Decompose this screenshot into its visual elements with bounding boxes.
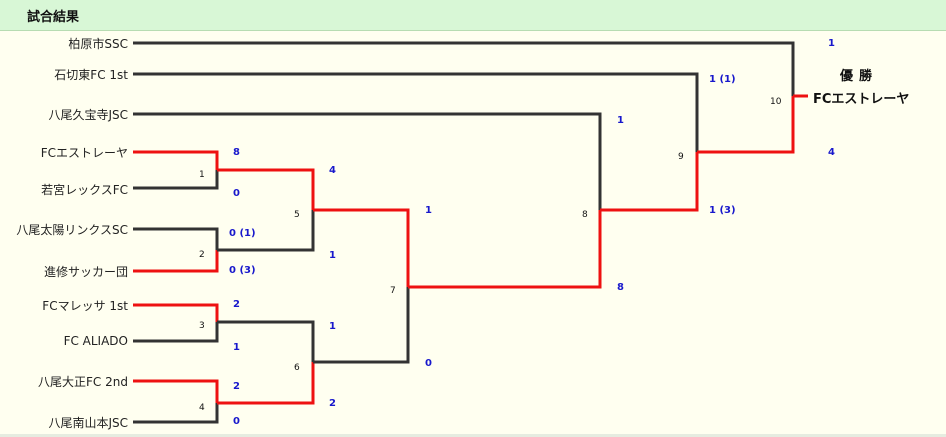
bracket-line-winner xyxy=(133,379,219,403)
bracket-line-loser xyxy=(133,41,795,96)
score: 1 (1) xyxy=(709,74,736,85)
score: 1 xyxy=(329,250,336,261)
match-number: 6 xyxy=(294,363,300,373)
score: 0 xyxy=(233,188,240,199)
results-header: 試合結果 xyxy=(0,0,946,31)
bracket-line-winner xyxy=(600,152,699,212)
team-label: 進修サッカー団 xyxy=(43,265,128,279)
match-number: 1 xyxy=(199,170,205,180)
score: 8 xyxy=(233,147,240,158)
match-number: 5 xyxy=(294,210,300,220)
bracket-line-loser xyxy=(133,403,219,424)
match-number: 8 xyxy=(582,210,588,220)
match-number: 3 xyxy=(199,321,205,331)
bottom-divider xyxy=(0,434,946,437)
team-label: 若宮レックスFC xyxy=(41,183,128,197)
score: 2 xyxy=(233,299,240,310)
team-label: FC ALIADO xyxy=(63,334,128,348)
bracket-line-winner xyxy=(133,250,219,273)
bracket-line-winner xyxy=(217,362,315,405)
champion-label: 優勝 xyxy=(840,69,879,84)
bracket-line-winner xyxy=(408,210,602,289)
score: 4 xyxy=(329,165,336,176)
page-title: 試合結果 xyxy=(27,10,80,25)
score: 0 (3) xyxy=(229,265,256,276)
team-label: 八尾大正FC 2nd xyxy=(38,375,128,389)
team-label: 八尾久宝寺JSC xyxy=(48,108,128,122)
match-number: 2 xyxy=(199,250,205,260)
score: 1 (3) xyxy=(709,205,736,216)
score: 1 xyxy=(828,38,835,49)
bracket-line-winner xyxy=(697,96,795,154)
bracket-line-loser xyxy=(133,72,699,152)
bracket-line-loser xyxy=(133,112,602,210)
team-label: FCエストレーヤ xyxy=(40,146,128,160)
score: 2 xyxy=(233,381,240,392)
score: 4 xyxy=(828,147,835,158)
score: 1 xyxy=(617,115,624,126)
bracket-line-winner xyxy=(217,168,315,210)
bracket-line-loser xyxy=(217,210,315,252)
bracket-line-loser xyxy=(133,227,219,250)
team-label: FCマレッサ 1st xyxy=(42,299,128,313)
team-label: 柏原市SSC xyxy=(68,37,128,51)
match-number: 9 xyxy=(678,152,684,162)
match-number: 7 xyxy=(390,286,396,296)
score: 1 xyxy=(329,321,336,332)
bracket-line-loser xyxy=(313,287,410,364)
bracket-line-loser xyxy=(217,320,315,362)
score: 0 xyxy=(425,358,432,369)
team-label: 八尾太陽リンクスSC xyxy=(16,223,128,237)
score: 0 (1) xyxy=(229,228,256,239)
team-label: 石切東FC 1st xyxy=(54,68,128,82)
score: 0 xyxy=(233,416,240,427)
team-label: 八尾南山本JSC xyxy=(48,416,128,430)
match-number: 10 xyxy=(770,97,782,107)
bracket-line-loser xyxy=(133,170,219,190)
bracket-line-winner xyxy=(313,208,410,287)
bracket-line-winner xyxy=(133,150,219,170)
champion-team: FCエストレーヤ xyxy=(813,92,910,107)
score: 1 xyxy=(425,205,432,216)
score: 1 xyxy=(233,342,240,353)
bracket-line-loser xyxy=(133,322,219,343)
match-number: 4 xyxy=(199,403,205,413)
score: 8 xyxy=(617,282,624,293)
bracket-line-winner xyxy=(133,303,219,322)
score: 2 xyxy=(329,398,336,409)
